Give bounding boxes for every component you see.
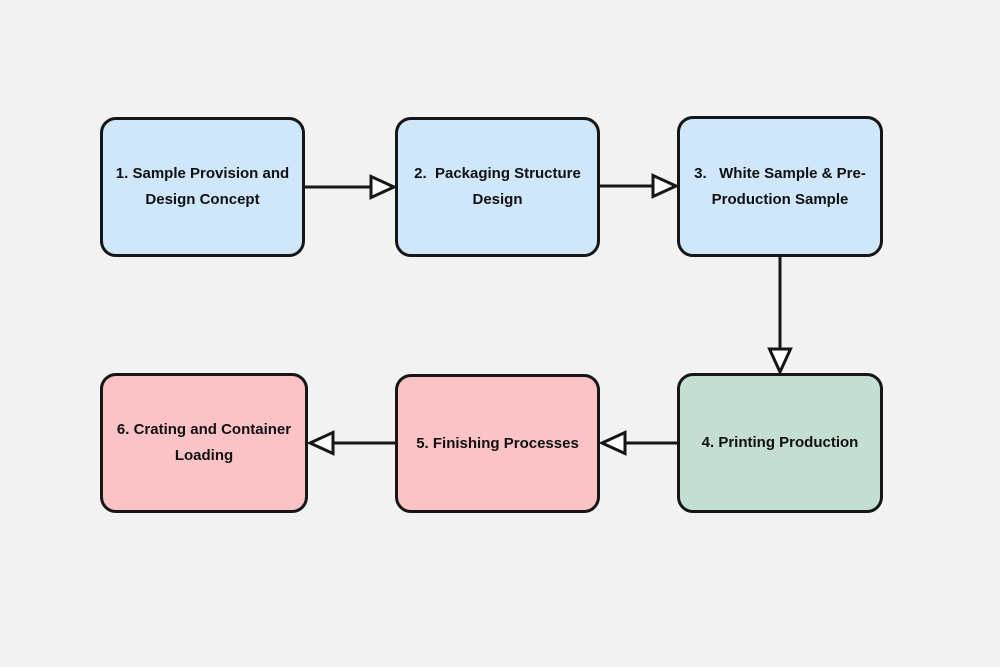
flow-node-sample-provision: 1. Sample Provision and Design Concept — [100, 117, 305, 257]
arrowhead-left-icon — [306, 430, 335, 456]
arrowhead-down-icon — [767, 347, 793, 376]
arrowhead-right-icon — [369, 174, 398, 200]
arrowhead-left-icon — [598, 430, 627, 456]
arrow-4-to-5 — [598, 430, 677, 456]
flow-node-white-sample: 3. White Sample & Pre-Production Sample — [677, 116, 883, 257]
arrow-5-to-6 — [306, 430, 395, 456]
arrow-3-to-4 — [767, 257, 793, 376]
flow-node-packaging-structure-design: 2. Packaging Structure Design — [395, 117, 600, 257]
arrowhead-right-icon — [651, 173, 680, 199]
arrow-1-to-2 — [305, 174, 398, 200]
flow-node-printing-production: 4. Printing Production — [677, 373, 883, 513]
flow-node-crating-container-loading: 6. Crating and Container Loading — [100, 373, 308, 513]
arrow-2-to-3 — [600, 173, 680, 199]
flow-node-finishing-processes: 5. Finishing Processes — [395, 374, 600, 513]
